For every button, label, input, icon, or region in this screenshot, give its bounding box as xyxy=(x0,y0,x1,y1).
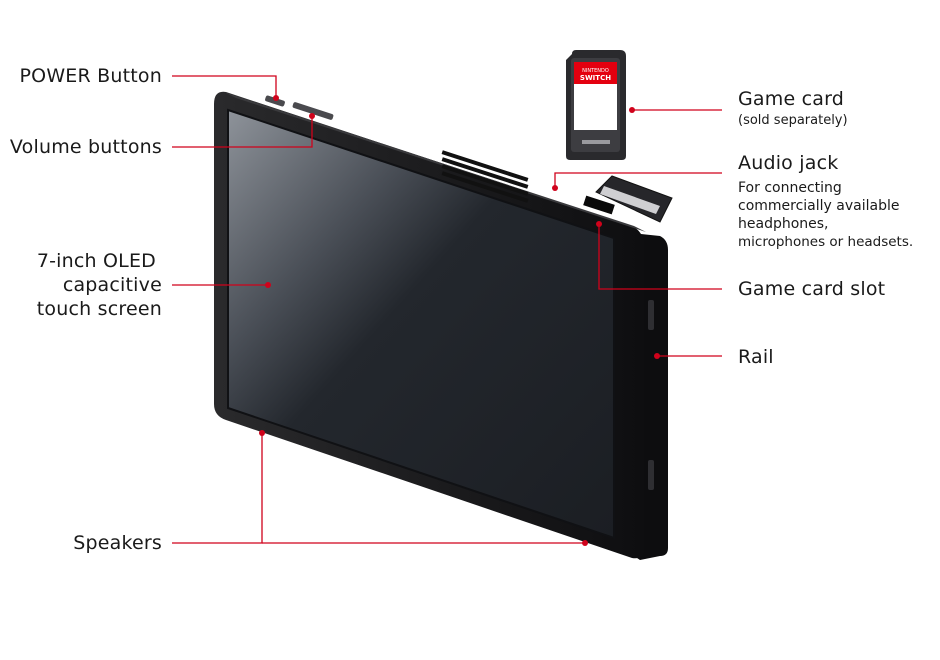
label-screen-line1: 7-inch OLED xyxy=(36,250,156,272)
top-edge-details xyxy=(265,95,529,203)
oled-screen xyxy=(227,108,615,540)
game-card: NINTENDO SWITCH xyxy=(566,50,626,160)
audio-jack-desc-line2: commercially available xyxy=(738,198,900,214)
label-screen-line3: touch screen xyxy=(36,298,162,320)
label-volume-buttons: Volume buttons xyxy=(9,136,162,158)
power-button[interactable] xyxy=(265,95,286,107)
label-screen-line2: capacitive xyxy=(62,274,162,296)
rail-slot xyxy=(648,300,654,490)
audio-jack-desc-line3: headphones, xyxy=(738,216,829,232)
label-speakers: Speakers xyxy=(73,532,162,554)
leader-dots xyxy=(259,95,660,546)
label-audio-jack: Audio jack xyxy=(738,152,839,174)
leader-lines xyxy=(172,75,722,544)
volume-buttons[interactable] xyxy=(292,102,334,121)
label-game-card: Game card xyxy=(738,88,845,110)
leader-slot xyxy=(598,224,722,290)
leader-power xyxy=(172,75,277,98)
label-game-card-note: (sold separately) xyxy=(738,113,848,128)
audio-jack-desc-line1: For connecting xyxy=(738,180,842,196)
audio-jack-desc-line4: microphones or headsets. xyxy=(738,234,914,250)
cartridge-logo-line1: NINTENDO xyxy=(582,68,609,74)
label-rail: Rail xyxy=(738,346,774,368)
label-game-card-slot: Game card slot xyxy=(738,278,886,300)
leader-speakers xyxy=(172,433,263,544)
cartridge-logo-line2: SWITCH xyxy=(580,74,611,82)
switch-logo-badge xyxy=(574,62,617,84)
leader-volume xyxy=(172,116,313,148)
label-power-button: POWER Button xyxy=(19,65,162,87)
game-card-slot-cover[interactable] xyxy=(583,175,673,223)
leader-audio-jack xyxy=(554,172,722,188)
vent-grille xyxy=(441,150,529,203)
